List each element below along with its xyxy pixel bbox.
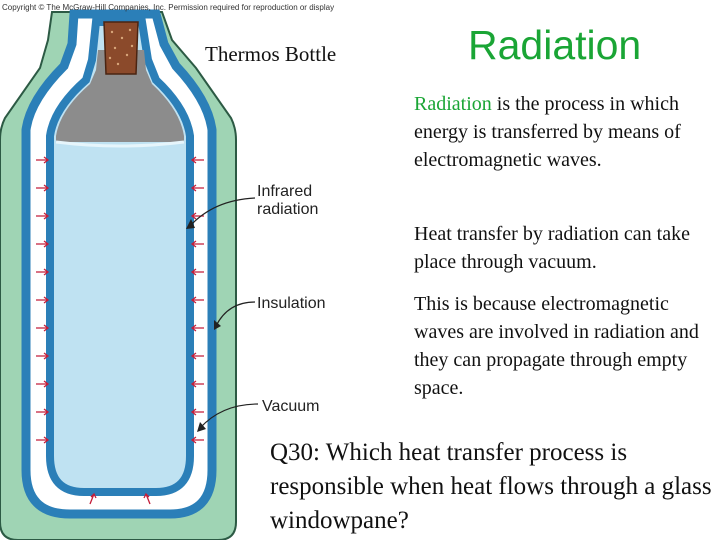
paragraph-explanation: This is because electromagnetic waves ar… (414, 293, 699, 399)
vacuum-leader-line (199, 403, 259, 429)
insulation-leader-line (215, 301, 256, 327)
callout-insulation: Insulation (257, 295, 326, 312)
cork (103, 21, 139, 75)
radiation-term: Radiation (414, 93, 492, 115)
question-q30: Q30: Which heat transfer process is resp… (270, 439, 712, 534)
liquid-surface (55, 140, 185, 148)
radiation-arrows-left (36, 156, 50, 444)
callout-infrared-line1: Infrared (257, 183, 313, 200)
callout-vacuum: Vacuum (262, 398, 320, 415)
callout-infrared-line2: radiation (257, 201, 319, 218)
infrared-leader-arrowhead (186, 219, 195, 229)
page-title: Radiation (468, 22, 642, 68)
radiation-arrows-right (190, 156, 204, 444)
vacuum-leader-arrowhead (197, 422, 206, 432)
copyright-notice: Copyright © The McGraw-Hill Companies, I… (2, 3, 335, 12)
paragraph-vacuum: Heat transfer by radiation can take plac… (414, 223, 690, 273)
infrared-leader-line (189, 197, 256, 227)
cork-texture (108, 28, 134, 66)
diagram-label: Thermos Bottle (205, 42, 337, 66)
definition-text: is the process in which energy is transf… (414, 93, 681, 171)
callout-infrared-radiation: Infrared radiation (257, 183, 318, 219)
paragraph-definition: Radiation is the process in which energy… (414, 90, 714, 174)
headspace (56, 50, 184, 142)
insulation-leader-arrowhead (214, 320, 221, 330)
radiation-arrows-bottom (89, 492, 151, 505)
thermos-diagram (0, 9, 259, 540)
